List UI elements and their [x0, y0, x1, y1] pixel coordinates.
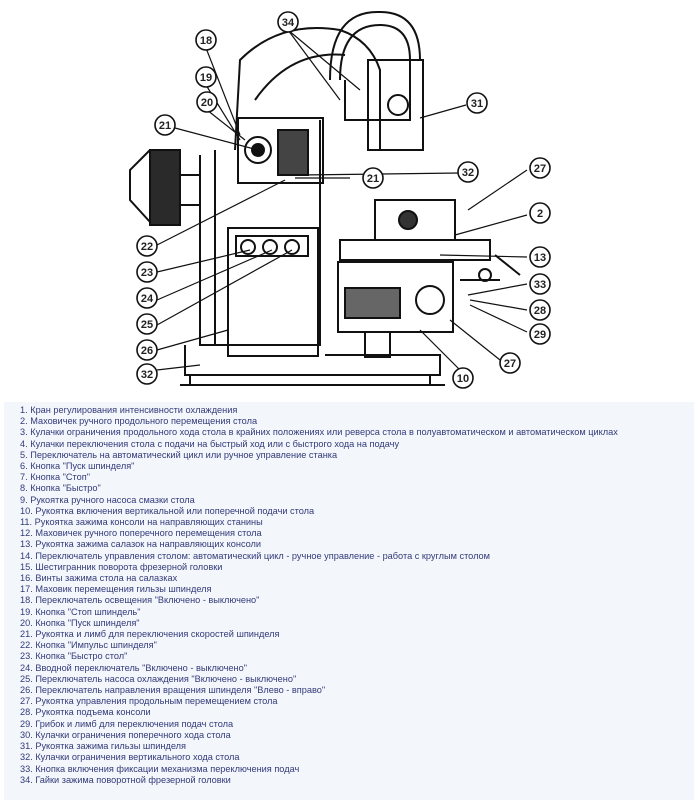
legend-item: 26. Переключатель направления вращения ш… — [20, 685, 326, 696]
legend-item: 23. Кнопка "Быстро стол" — [20, 651, 128, 662]
legend-item: 33. Кнопка включения фиксации механизма … — [20, 763, 300, 774]
callout-number: 24 — [141, 293, 154, 305]
callout-circle — [136, 287, 158, 309]
callout-circle — [136, 339, 158, 361]
legend-panel: 1. Кран регулирования интенсивности охла… — [4, 402, 694, 800]
legend-item: 13. Рукоятка зажима салазок на направляю… — [20, 539, 262, 550]
callout-circle — [452, 367, 474, 389]
legend-item: 18. Переключатель освещения "Включено - … — [20, 595, 260, 606]
legend-item: 2. Маховичек ручного продольного перемещ… — [20, 416, 258, 427]
legend-item: 24. Вводной переключатель "Включено - вы… — [20, 662, 247, 673]
legend-item: 5. Переключатель на автоматический цикл … — [20, 449, 338, 460]
legend-item: 3. Кулачки ограничения продольного хода … — [20, 427, 618, 438]
callout-number: 29 — [534, 329, 546, 341]
legend-item: 27. Рукоятка управления продольным перем… — [20, 696, 278, 707]
legend-item: 15. Шестигранник поворота фрезерной голо… — [20, 561, 223, 572]
legend-item: 14. Переключатель управления столом: авт… — [20, 550, 490, 561]
legend-item: 4. Кулачки переключения стола с подачи н… — [20, 438, 400, 449]
callout-circle — [136, 261, 158, 283]
callout-number: 18 — [200, 35, 212, 47]
callout-number: 32 — [141, 369, 153, 381]
callout-circle — [499, 352, 521, 374]
legend-item: 10. Рукоятка включения вертикальной или … — [20, 505, 315, 516]
legend-item: 21. Рукоятка и лимб для переключения ско… — [20, 629, 280, 640]
callout-circle — [195, 29, 217, 51]
legend-item: 8. Кнопка "Быстро" — [20, 483, 101, 494]
legend-item: 19. Кнопка "Стоп шпиндель" — [20, 606, 141, 617]
legend-item: 34. Гайки зажима поворотной фрезерной го… — [20, 774, 231, 785]
callout-number: 33 — [534, 279, 546, 291]
callout-number: 10 — [457, 373, 469, 385]
callout-number: 23 — [141, 267, 153, 279]
legend-item: 29. Грибок и лимб для переключения подач… — [20, 718, 234, 729]
callout-circle — [195, 66, 217, 88]
callout-circle — [529, 246, 551, 268]
legend-item: 31. Рукоятка зажима гильзы шпинделя — [20, 741, 186, 752]
callout-number: 34 — [282, 17, 295, 29]
callout-circle — [529, 323, 551, 345]
callout-circle — [529, 157, 551, 179]
callout-circle — [277, 11, 299, 33]
legend-item: 1. Кран регулирования интенсивности охла… — [20, 405, 238, 415]
callout-number: 26 — [141, 345, 153, 357]
legend-item: 22. Кнопка "Импульс шпинделя" — [20, 640, 157, 651]
callout-circle — [362, 167, 384, 189]
legend-item: 16. Винты зажима стола на салазках — [20, 573, 178, 584]
callout-number: 19 — [200, 72, 212, 84]
milling-machine-drawing: 34 18 19 20 21 31 21 32 27 2 22 23 13 24… — [129, 10, 551, 389]
callout-circle — [136, 235, 158, 257]
legend-item: 17. Маховик перемещения гильзы шпинделя — [20, 584, 212, 595]
callout-circle — [136, 363, 158, 385]
callout-number: 28 — [534, 305, 546, 317]
callout-number: 32 — [462, 167, 474, 179]
callout-number: 27 — [534, 163, 546, 175]
legend-item: 7. Кнопка "Стоп" — [20, 472, 90, 483]
callout-circle — [154, 114, 176, 136]
callout-number: 21 — [159, 120, 171, 132]
legend-item: 11. Рукоятка зажима консоли на направляю… — [20, 517, 263, 528]
callout-circle — [529, 299, 551, 321]
callout-number: 31 — [471, 98, 483, 110]
callout-number: 20 — [201, 97, 213, 109]
callout-circle — [457, 161, 479, 183]
callout-circle — [466, 92, 488, 114]
callout-circle — [136, 313, 158, 335]
legend-item: 32. Кулачки ограничения вертикального хо… — [20, 752, 240, 763]
callout-number: 21 — [367, 173, 379, 185]
callout-number: 2 — [537, 208, 543, 220]
legend-item: 30. Кулачки ограничения поперечного хода… — [20, 729, 231, 740]
legend-item: 20. Кнопка "Пуск шпинделя" — [20, 617, 140, 628]
legend-item: 6. Кнопка "Пуск шпинделя" — [20, 461, 135, 472]
legend-list: 1. Кран регулирования интенсивности охла… — [4, 402, 694, 786]
callout-circle — [529, 202, 551, 224]
callout-number: 22 — [141, 241, 153, 253]
callout-number: 25 — [141, 319, 153, 331]
callout-number: 27 — [504, 358, 516, 370]
legend-item: 25. Переключатель насоса охлаждения "Вкл… — [20, 673, 297, 684]
callout-number: 13 — [534, 252, 546, 264]
legend-item: 9. Рукоятка ручного насоса смазки стола — [20, 494, 195, 505]
callout-circle — [196, 91, 218, 113]
legend-item: 12. Маховичек ручного поперечного переме… — [20, 528, 262, 539]
legend-item: 28. Рукоятка подъема консоли — [20, 707, 151, 718]
machine-diagram: 34 18 19 20 21 31 21 32 27 2 22 23 13 24… — [0, 0, 698, 398]
callout-circle — [529, 273, 551, 295]
